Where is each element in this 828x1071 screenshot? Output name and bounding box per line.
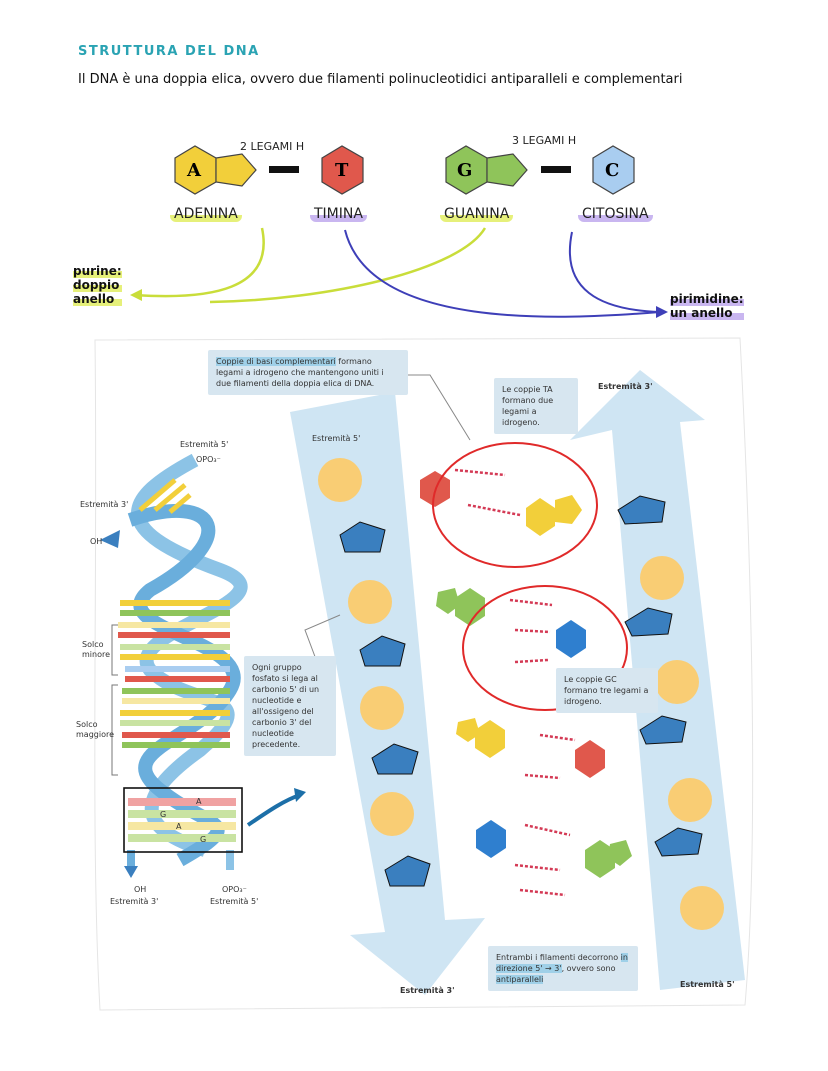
- adenine-letter: A: [187, 160, 201, 181]
- guanine-name: GUANINA: [440, 206, 514, 222]
- bond-gc-label: 3 LEGAMI H: [512, 134, 577, 147]
- box-letter: A: [176, 822, 182, 831]
- thymine-shape: [321, 145, 364, 195]
- helix-oh-left: OH: [90, 537, 103, 546]
- helix-major-groove: Solco maggiore: [76, 720, 115, 739]
- cytosine-shape: [592, 145, 635, 195]
- left-strand-top: Estremità 5': [312, 434, 361, 443]
- adenine-shape: [174, 145, 257, 195]
- pyrimidine-label: pirimidine: un anello: [670, 292, 744, 320]
- left-strand-bottom: Estremità 3': [400, 986, 455, 995]
- base-pairs: [420, 471, 632, 878]
- box-letter: A: [196, 797, 202, 806]
- thymine-name: TIMINA: [310, 206, 367, 222]
- helix-end-3-left: Estremità 3': [80, 500, 129, 509]
- right-strand-bottom: Estremità 5': [680, 980, 735, 989]
- helix-minor-groove: Solco minore: [82, 640, 111, 659]
- callout-ta: Le coppie TA formano due legami a idroge…: [494, 378, 578, 434]
- zoom-box: [123, 787, 243, 853]
- helix-opo-top: OPO₃⁻: [196, 455, 221, 464]
- bond-at-label: 2 LEGAMI H: [240, 140, 305, 153]
- dna-figure: [94, 337, 754, 1011]
- helix-bottom-3: Estremità 3': [110, 897, 159, 906]
- box-letter: G: [200, 835, 207, 844]
- box-letter: G: [160, 810, 167, 819]
- page-title: STRUTTURA DEL DNA: [78, 44, 260, 59]
- cytosine-name: CITOSINA: [578, 206, 653, 222]
- callout-base-pairs: Coppie di basi complementari formano leg…: [208, 350, 408, 395]
- right-phosphates: [640, 556, 724, 930]
- helix-opo-bottom: OPO₃⁻: [222, 885, 247, 894]
- guanine-shape: [445, 145, 528, 195]
- callout-antiparallel: Entrambi i filamenti decorrono in direzi…: [488, 946, 638, 991]
- bond-at-bar: [269, 166, 299, 173]
- helix-oh-bottom: OH: [134, 885, 147, 894]
- cytosine-letter: C: [605, 160, 620, 181]
- purine-label: purine: doppio anello: [73, 264, 122, 306]
- gc-ellipse: [462, 585, 628, 711]
- right-strand-top: Estremità 3': [598, 382, 653, 391]
- guanine-letter: G: [457, 160, 473, 181]
- callout-gc: Le coppie GC formano tre legami a idroge…: [556, 668, 658, 713]
- double-helix: [100, 453, 248, 878]
- bases-diagram: [130, 145, 668, 318]
- adenine-name: ADENINA: [170, 206, 242, 222]
- page-subtitle: Il DNA è una doppia elica, ovvero due fi…: [78, 72, 683, 87]
- helix-bottom-5: Estremità 5': [210, 897, 259, 906]
- ta-ellipse: [432, 442, 598, 568]
- bond-gc-bar: [541, 166, 571, 173]
- left-phosphates: [318, 458, 414, 836]
- helix-top-5: Estremità 5': [180, 440, 229, 449]
- callout-phosphate: Ogni gruppo fosfato si lega al carbonio …: [244, 656, 336, 756]
- thymine-letter: T: [335, 160, 349, 181]
